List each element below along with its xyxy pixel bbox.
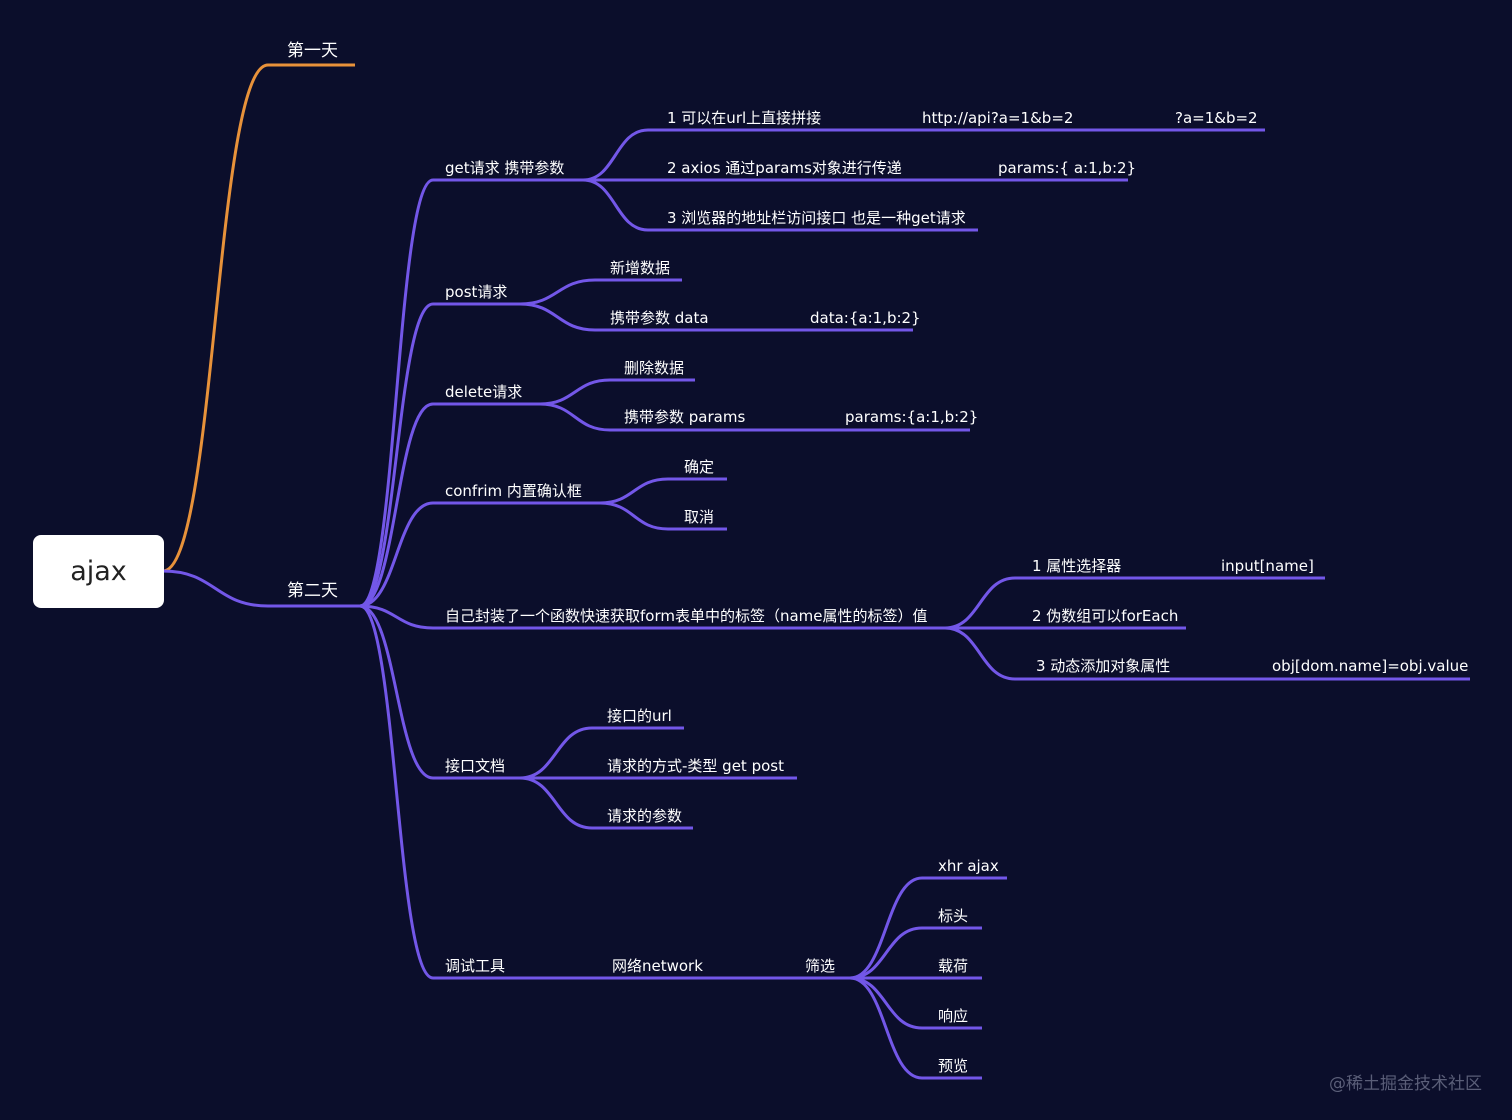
link-delete-sub-5 — [539, 378, 611, 406]
node-debug-preview[interactable]: 预览 — [938, 1057, 969, 1075]
link-confirm-sub-7 — [599, 477, 669, 505]
node-get-1-detail[interactable]: http://api?a=1&b=2 — [922, 109, 1074, 127]
link-post-sub-3 — [519, 278, 596, 306]
node-get-1[interactable]: 1 可以在url上直接拼接 — [667, 109, 822, 127]
link-get-sub-2 — [582, 178, 649, 232]
node-form-1-detail[interactable]: input[name] — [1221, 557, 1314, 575]
node-delete[interactable]: delete请求 — [445, 383, 523, 401]
node-confirm-ok[interactable]: 确定 — [684, 458, 715, 476]
link-doc-sub-14 — [519, 776, 593, 830]
node-form-3[interactable]: 3 动态添加对象属性 — [1036, 657, 1171, 675]
node-debug-headers[interactable]: 标头 — [938, 907, 969, 925]
node-confirm-cancel[interactable]: 取消 — [684, 508, 715, 526]
link-delete-sub-6 — [539, 402, 611, 432]
node-debug-network[interactable]: 网络network — [612, 957, 703, 975]
link-form-sub-9 — [944, 576, 1016, 630]
node-doc-1[interactable]: 接口的url — [607, 707, 672, 725]
node-doc-2[interactable]: 请求的方式-类型 get post — [607, 757, 784, 775]
node-form[interactable]: 自己封装了一个函数快速获取form表单中的标签（name属性的标签）值 — [445, 607, 928, 625]
link-get-sub-0 — [582, 128, 649, 182]
watermark: @稀土掘金技术社区 — [1329, 1074, 1482, 1094]
link-debug-sub-16 — [849, 926, 923, 980]
link-form-sub-11 — [944, 626, 1016, 681]
node-form-1[interactable]: 1 属性选择器 — [1032, 557, 1122, 575]
link-debug-sub-15 — [849, 876, 923, 980]
node-delete-2[interactable]: 携带参数 params — [624, 408, 746, 426]
node-delete-2-detail[interactable]: params:{a:1,b:2} — [845, 408, 979, 426]
node-debug[interactable]: 调试工具 — [445, 957, 506, 975]
node-form-2[interactable]: 2 伪数组可以forEach — [1032, 607, 1179, 625]
node-doc-3[interactable]: 请求的参数 — [607, 807, 683, 825]
link-confirm-sub-8 — [599, 501, 669, 531]
link-day2-form — [359, 604, 434, 630]
node-debug-payload[interactable]: 载荷 — [938, 957, 969, 975]
link-day2-doc — [359, 604, 434, 780]
link-day2-confirm — [359, 501, 434, 608]
link-day2-debug — [359, 604, 434, 980]
node-delete-1[interactable]: 删除数据 — [624, 359, 685, 377]
link-debug-sub-19 — [849, 976, 923, 1080]
node-doc[interactable]: 接口文档 — [445, 757, 506, 775]
link-root-day2 — [162, 569, 269, 608]
node-post-2[interactable]: 携带参数 data — [610, 309, 709, 327]
node-debug-response[interactable]: 响应 — [938, 1007, 969, 1025]
link-day2-post — [359, 302, 434, 608]
node-get-2-detail[interactable]: params:{ a:1,b:2} — [998, 159, 1137, 177]
node-get-1-detail2[interactable]: ?a=1&b=2 — [1175, 109, 1258, 127]
node-day2[interactable]: 第二天 — [287, 581, 338, 601]
node-post-1[interactable]: 新增数据 — [610, 259, 671, 277]
root-label: ajax — [70, 556, 127, 587]
node-post[interactable]: post请求 — [445, 283, 508, 301]
node-post-2-detail[interactable]: data:{a:1,b:2} — [810, 309, 921, 327]
root-node-ajax[interactable]: ajax — [33, 535, 164, 608]
node-debug-xhr[interactable]: xhr ajax — [938, 857, 999, 875]
node-day1[interactable]: 第一天 — [287, 41, 338, 61]
link-debug-sub-18 — [849, 976, 923, 1030]
node-get-2[interactable]: 2 axios 通过params对象进行传递 — [667, 159, 902, 177]
link-post-sub-4 — [519, 302, 596, 332]
node-debug-filter[interactable]: 筛选 — [805, 957, 836, 975]
node-get-3[interactable]: 3 浏览器的地址栏访问接口 也是一种get请求 — [667, 209, 966, 227]
link-root-day1 — [162, 63, 269, 573]
node-get[interactable]: get请求 携带参数 — [445, 159, 565, 177]
link-day2-delete — [359, 402, 434, 608]
node-form-3-detail[interactable]: obj[dom.name]=obj.value — [1272, 657, 1469, 675]
link-day2-get — [359, 178, 434, 608]
node-confirm[interactable]: confrim 内置确认框 — [445, 482, 582, 500]
link-doc-sub-12 — [519, 726, 593, 780]
